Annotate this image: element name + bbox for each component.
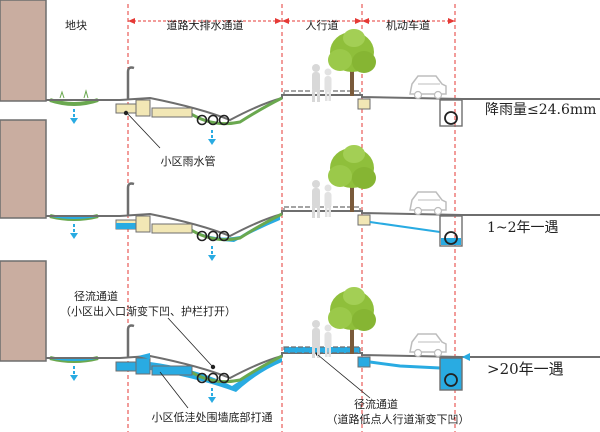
zone-labels: 地块 道路大排水通道 人行道 机动车道: [65, 18, 430, 32]
road-pipe-shaft: [439, 99, 463, 127]
scenario-3-section: 径流通道 （小区出入口渐变下凹、护栏打开） 小区低洼处围墙底部打通 径流通道 （…: [0, 260, 600, 426]
callout-runoff-channel-2-title: 径流通道: [354, 397, 398, 411]
building: [0, 0, 47, 102]
building: [0, 119, 47, 219]
scenario-1-label: 降雨量≤24.6mm: [485, 102, 596, 118]
scenario-3-label: >20年一遇: [487, 360, 564, 378]
zone-label-drainage-channel: 道路大排水通道: [167, 18, 244, 32]
callout-runoff-channel-1-detail: （小区出入口渐变下凹、护栏打开）: [60, 304, 236, 318]
stand-pipe: [126, 66, 135, 100]
ground-line: [46, 352, 600, 380]
community-pipe-outlet: [123, 110, 129, 116]
zone-label-plot: 地块: [65, 19, 87, 32]
callout-community-pipe: 小区雨水管: [161, 154, 216, 168]
plot-green-swale: [49, 98, 99, 106]
ground-line: [46, 94, 600, 122]
callout-runoff-channel-2-detail: （道路低点人行道渐变下凹）: [327, 412, 470, 426]
scenario-1-section: 小区雨水管 降雨量≤24.6mm: [0, 0, 600, 168]
callout-leader: [126, 112, 161, 149]
building: [0, 260, 47, 362]
zone-label-sidewalk: 人行道: [306, 18, 339, 32]
callout-low-area-wall: 小区低洼处围墙底部打通: [152, 410, 273, 424]
sidewalk-paving: [283, 90, 361, 96]
zone-dimension-lines: [128, 18, 455, 24]
ground-line: [46, 210, 600, 238]
zone-label-roadway: 机动车道: [386, 18, 430, 32]
channel-vegetation: [187, 96, 283, 126]
callout-runoff-channel-1-title: 径流通道: [74, 289, 118, 303]
scenario-2-label: 1~2年一遇: [487, 220, 559, 236]
scenario-2-section: 1~2年一遇: [0, 119, 600, 262]
